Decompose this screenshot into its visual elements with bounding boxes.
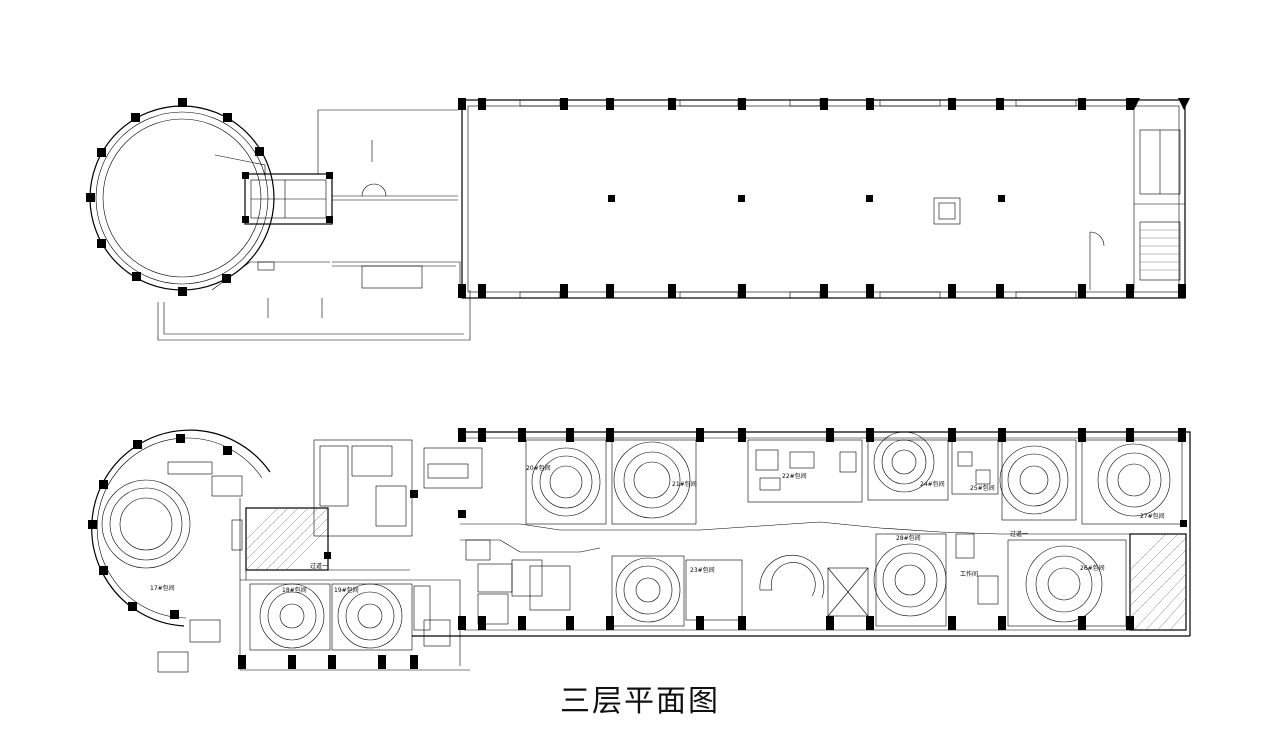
upper-plan [86,98,1190,341]
lower-room-20: 20#包间 [525,439,607,525]
room-label-21: 21#包间 [672,480,697,488]
room-label-25: 25#包间 [970,484,995,492]
lower-main-shell [239,431,1191,671]
corridor-label-2: 过道一 [1010,530,1028,538]
lower-room-27: 27#包间 [1081,439,1183,525]
lower-spiral-stair [759,554,869,617]
upper-right-services [1089,110,1185,290]
upper-main-hall [458,98,1190,299]
lower-room-24: 24#包间 [867,431,949,501]
lower-stair-right [1129,520,1187,631]
room-label-28: 28#包间 [896,534,921,542]
lower-stair-left [245,507,331,571]
lower-room-21: 21#包间 [611,439,697,525]
lower-kitchen-block [313,439,483,537]
lower-corridor: 过道一 过道一 [245,521,1130,580]
upper-round-tower [86,98,275,296]
room-label-27: 27#包间 [1140,512,1165,520]
lower-room-23: 23#包间 [611,555,743,627]
room-label-22: 22#包间 [782,472,807,480]
lower-room-18: 18#包间 [249,583,331,651]
drawing-title: 三层平面图 [560,684,720,719]
room-label-20: 20#包间 [526,464,551,472]
lower-room-22: 22#包间 [747,439,863,503]
upper-connector [211,154,333,291]
lower-room-28: 28#包间 [873,533,947,627]
corridor-label-1: 过道一 [310,562,328,570]
room-label-17: 17#包间 [150,584,175,592]
lower-room-25: 25#包间 [951,439,999,495]
work-room-label: 工作间 [960,570,978,578]
upper-terrace [157,109,471,341]
lower-columns [238,428,1186,669]
room-label-26: 26#包间 [1080,564,1105,572]
room-label-24: 24#包间 [920,480,945,488]
lower-room-26b: 26#包间 [1007,539,1127,627]
lower-plan: 17#包间 [88,428,1191,673]
lower-round-room: 17#包间 [88,429,271,673]
room-label-19: 19#包间 [334,586,359,594]
room-label-23: 23#包间 [690,566,715,574]
lower-room-26 [999,439,1077,521]
lower-service-rooms: 工作间 [423,533,999,647]
lower-room-19: 19#包间 [331,583,413,651]
room-label-18: 18#包间 [282,586,307,594]
